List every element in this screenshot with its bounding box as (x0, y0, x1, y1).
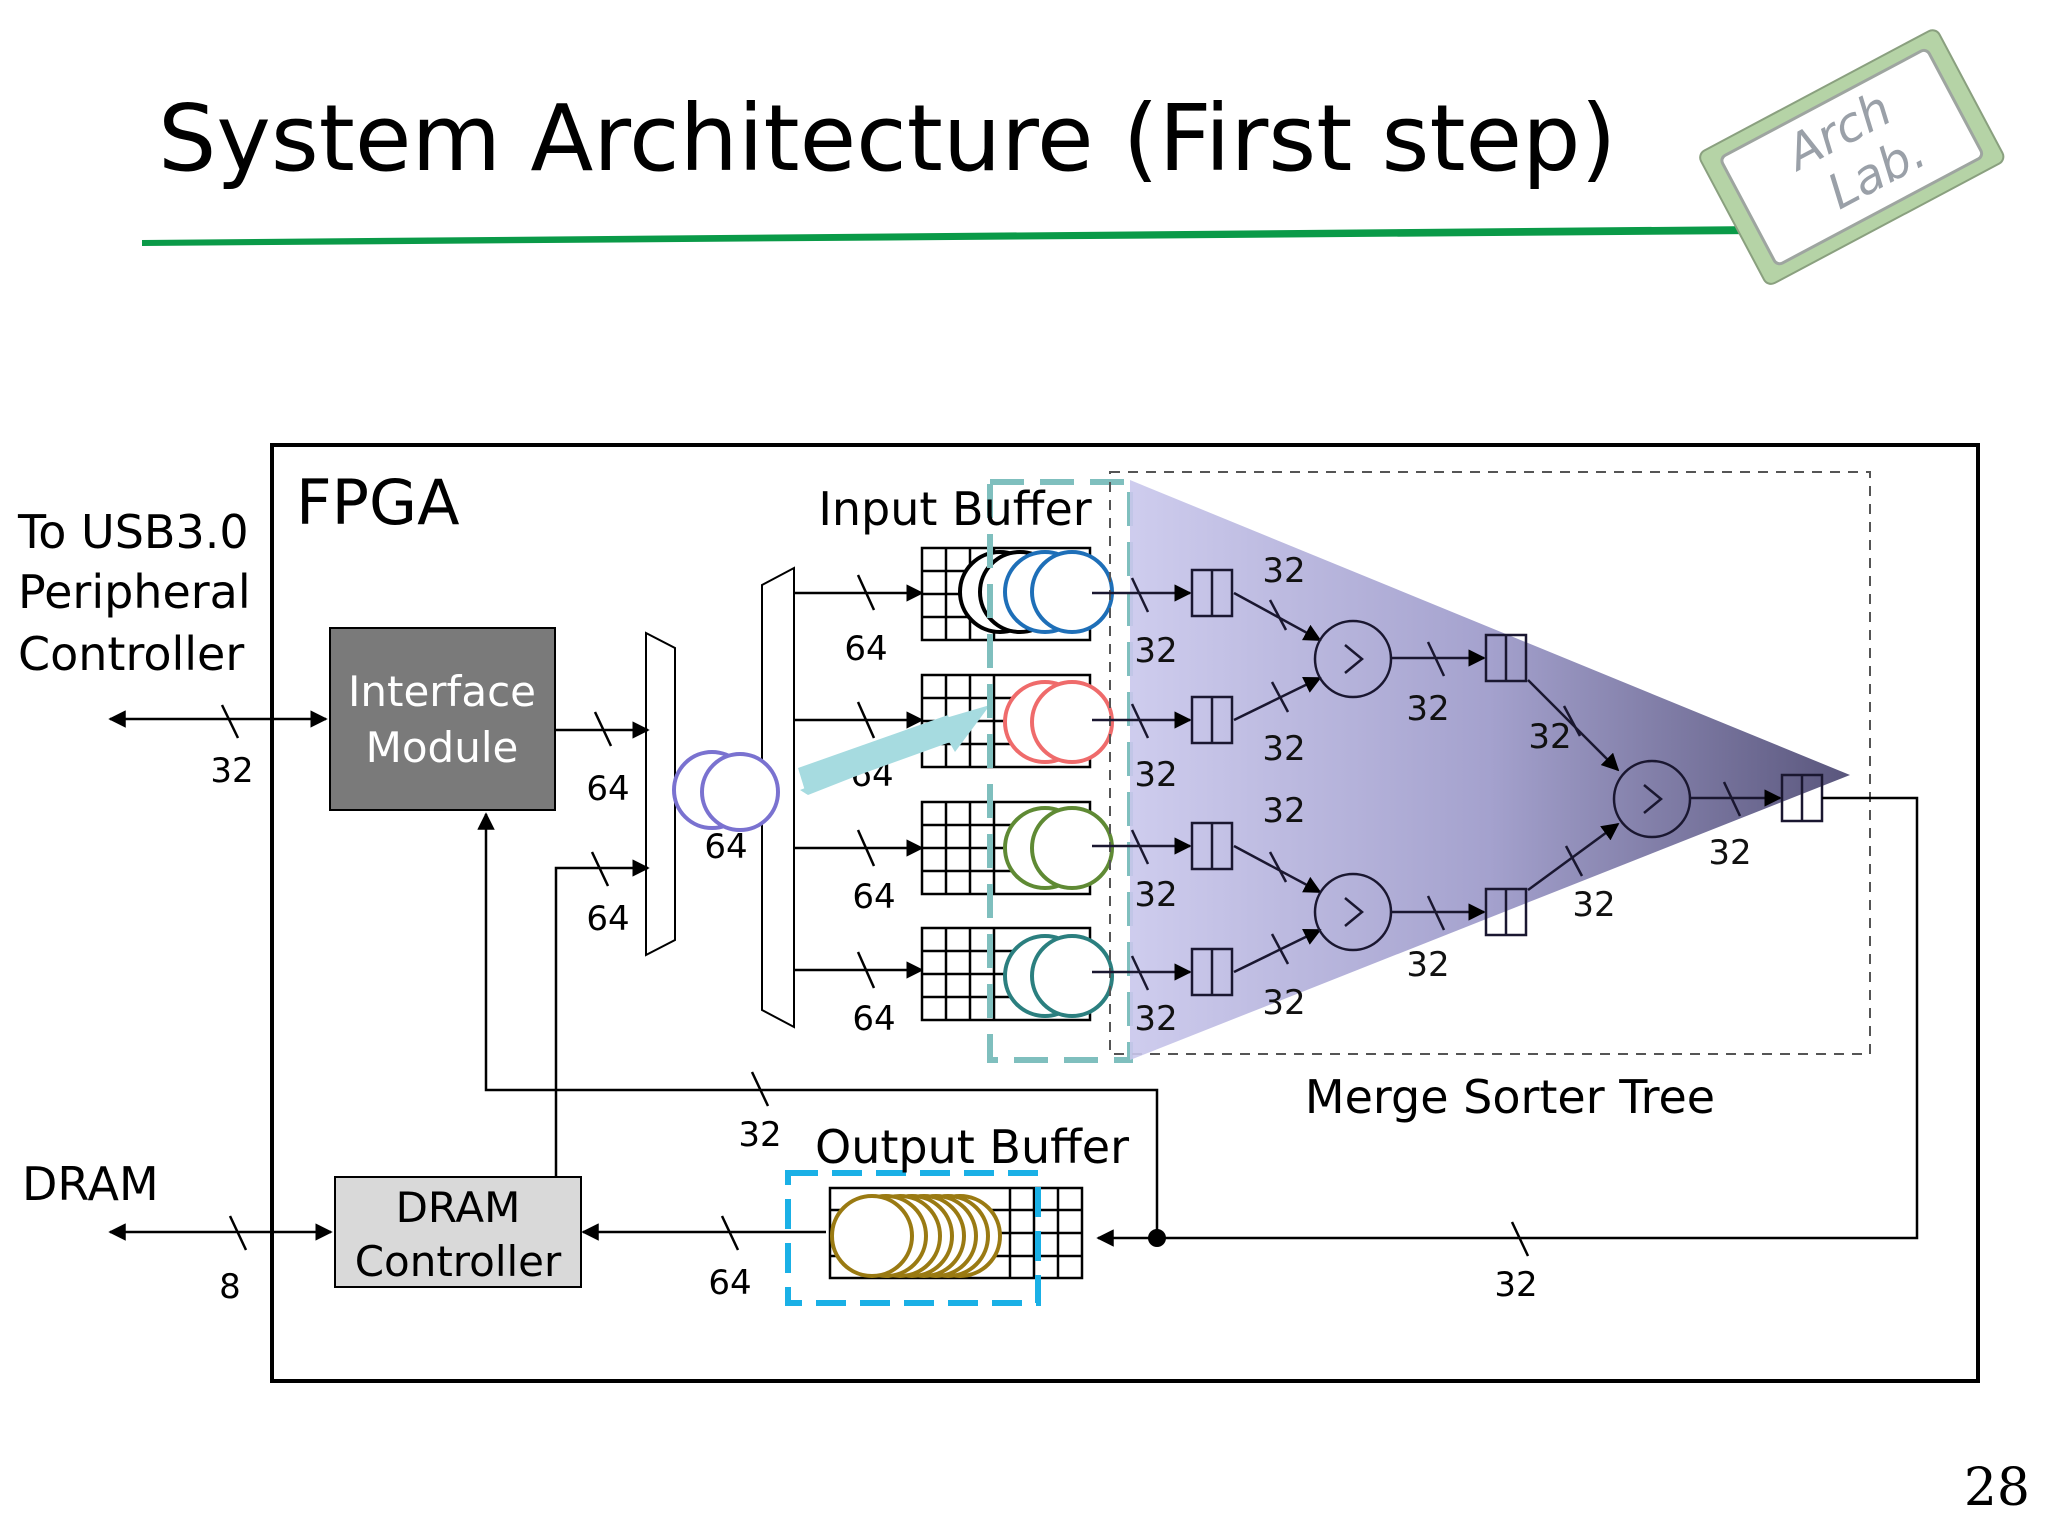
bus-width-tree-l1-4: 32 (1134, 999, 1177, 1039)
bus-width-usb: 32 (210, 751, 253, 791)
slide-number: 28 (1963, 1458, 2030, 1518)
bus-width-tree-l2-4: 32 (1572, 885, 1615, 925)
transfer-arrow-shaft (798, 715, 956, 794)
merge-sorter-tree-label: Merge Sorter Tree (1305, 1070, 1715, 1124)
junction-dot (1148, 1229, 1166, 1247)
output-wiring (477, 796, 1919, 1257)
dram-link (108, 1215, 333, 1251)
mux-data-circles (672, 750, 780, 832)
output-buffer-label: Output Buffer (815, 1120, 1129, 1174)
bus-width-tree-l1-3: 32 (1134, 875, 1177, 915)
bus-width-ob-in: 64 (708, 1263, 751, 1303)
input-buffer-label: Input Buffer (818, 482, 1091, 536)
output-buffer-records (830, 1194, 1002, 1278)
bus-width-dram: 8 (219, 1267, 241, 1307)
title-rule (142, 226, 1760, 246)
slide-title: System Architecture (First step) (158, 85, 1617, 192)
arch-lab-logo: Arch Lab. (1699, 29, 2005, 285)
bus-width-tree-l2-1: 32 (1406, 689, 1449, 729)
bus-width-fb-bottom: 32 (1494, 1265, 1537, 1305)
svg-text:Module: Module (366, 723, 519, 772)
bus-width-ib1: 64 (844, 629, 887, 669)
merge-tree-triangle (1130, 480, 1850, 1060)
fpga-boundary (270, 443, 1980, 1383)
usb-label: To USB3.0 Peripheral Controller (17, 505, 251, 681)
mux-left (645, 631, 676, 957)
im-to-mux (555, 711, 650, 747)
bus-width-feedback: 32 (738, 1115, 781, 1155)
dram-controller: DRAM Controller (334, 1176, 582, 1288)
fpga-label: FPGA (296, 466, 460, 539)
bus-width-tree-l1-2: 32 (1134, 755, 1177, 795)
mux-to-input-buffers (794, 574, 924, 989)
bus-width-tree-top-2: 32 (1262, 729, 1305, 769)
interface-module: Interface Module (329, 627, 556, 811)
bus-width-ib4: 64 (852, 999, 895, 1039)
svg-text:Peripheral: Peripheral (18, 565, 251, 619)
bus-width-tree-l3: 32 (1708, 833, 1751, 873)
bus-width-tree-l2-2: 32 (1528, 717, 1571, 757)
svg-text:To USB3.0: To USB3.0 (17, 505, 249, 559)
output-buffer-highlight (785, 1170, 1041, 1306)
bus-width-tree-l2-3: 32 (1406, 945, 1449, 985)
bus-width-tree-top-3: 32 (1262, 791, 1305, 831)
bus-width-tree-l1-1: 32 (1134, 631, 1177, 671)
usb-link (108, 704, 328, 739)
dc-to-mux (554, 851, 650, 1177)
svg-text:Controller: Controller (355, 1237, 562, 1286)
comparators (1313, 619, 1692, 952)
bus-width-tree-top-1: 32 (1262, 551, 1305, 591)
bus-width-im: 64 (586, 769, 629, 809)
dram-label: DRAM (22, 1157, 159, 1211)
bus-width-mux: 64 (704, 827, 747, 867)
input-buffer-records (958, 550, 1114, 1018)
svg-text:Interface: Interface (348, 667, 536, 716)
svg-text:DRAM: DRAM (396, 1183, 521, 1232)
bus-width-tree-top-4: 32 (1262, 983, 1305, 1023)
merge-tree-boundary (1109, 471, 1871, 1055)
merge-tree-registers (1190, 568, 1824, 997)
merge-tree-wiring (1092, 577, 1782, 991)
svg-text:Controller: Controller (18, 627, 244, 681)
bus-width-dc: 64 (586, 899, 629, 939)
bus-width-ib3: 64 (852, 877, 895, 917)
